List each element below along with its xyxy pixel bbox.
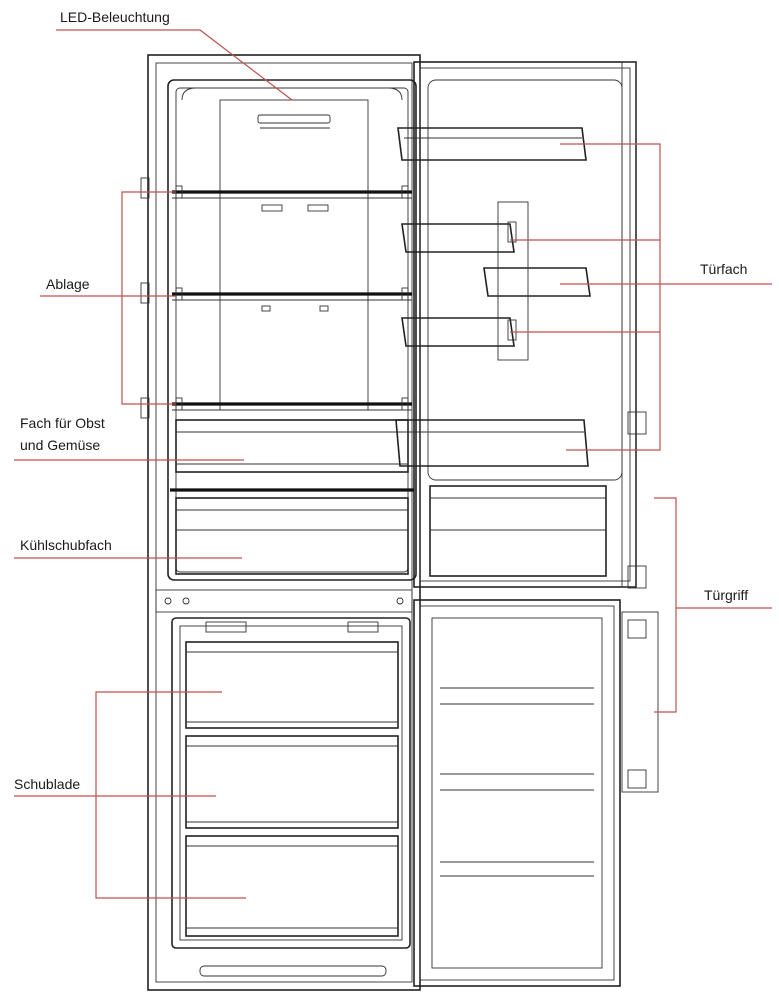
label-schublade: Schublade [14,775,80,794]
label-obst-line1: Fach für Obst [20,414,105,433]
label-kuehl: Kühlschubfach [20,536,112,555]
divider-strip [156,590,412,612]
label-ablage: Ablage [46,275,90,294]
freezer-compartment [172,618,410,976]
label-tuerfach: Türfach [700,260,747,279]
upper-door [396,62,646,588]
label-led: LED-Beleuchtung [60,8,170,27]
lower-door [414,600,658,986]
label-obst-line2: und Gemüse [20,436,100,455]
fridge-compartment [168,80,416,580]
label-tuergriff: Türgriff [704,586,748,605]
cabinet [141,55,420,990]
